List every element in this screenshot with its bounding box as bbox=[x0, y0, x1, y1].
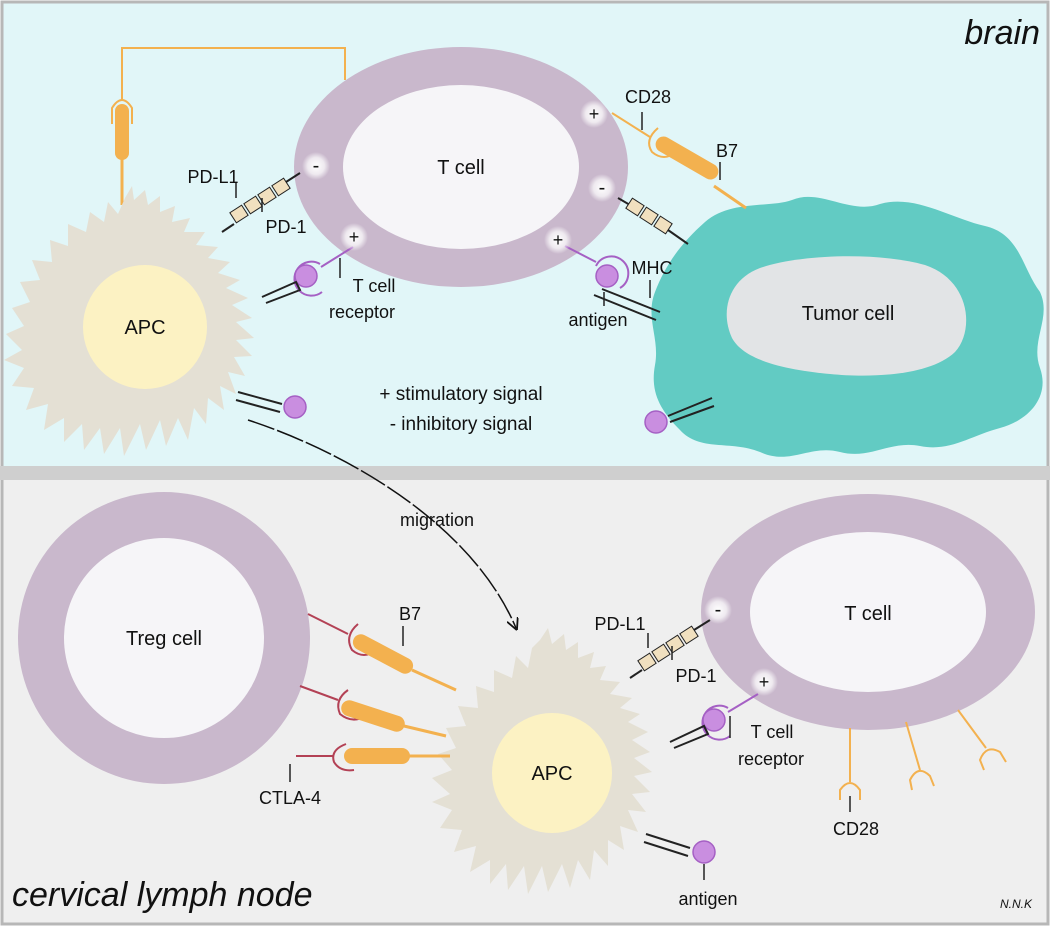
brain-tcr-apc bbox=[261, 246, 354, 304]
lymph-cd28-label: CD28 bbox=[833, 819, 879, 839]
brain-tcr-label-2: receptor bbox=[329, 302, 395, 322]
treg-cell-label: Treg cell bbox=[126, 628, 202, 650]
sign-glow-7 bbox=[750, 668, 778, 696]
sign-glow-6 bbox=[704, 596, 732, 624]
lymph-pd1-complex bbox=[629, 619, 711, 679]
tumor-nucleus bbox=[726, 256, 967, 376]
brain-plus-tcr: + bbox=[349, 227, 360, 247]
sign-glow-3 bbox=[580, 100, 608, 128]
lymph-tcr-label-1: T cell bbox=[751, 722, 794, 742]
brain-tumor-pd1 bbox=[617, 197, 689, 245]
sign-glow-4 bbox=[588, 174, 616, 202]
lymph-tcr bbox=[669, 693, 759, 749]
brain-tcr-label-1: T cell bbox=[353, 276, 396, 296]
brain-antigen-label: antigen bbox=[568, 310, 627, 330]
brain-minus-pd1: - bbox=[313, 155, 320, 177]
brain-minus-tumor: - bbox=[599, 177, 606, 199]
panel-divider bbox=[0, 466, 1050, 480]
brain-pd-l1-label: PD-L1 bbox=[187, 167, 238, 187]
ctla4-complex-3 bbox=[296, 743, 450, 772]
brain-apc-nucleus bbox=[83, 265, 207, 389]
legend-stimulatory: + stimulatory signal bbox=[379, 384, 542, 405]
brain-tumor-mhc bbox=[644, 397, 715, 434]
brain-cd28-b7 bbox=[611, 112, 747, 210]
brain-b7-label: B7 bbox=[716, 141, 738, 161]
sign-glow-2 bbox=[340, 223, 368, 251]
lymph-antigen-label: antigen bbox=[678, 889, 737, 909]
brain-pd1-complex bbox=[221, 172, 301, 233]
ctla4-complex-2 bbox=[299, 685, 447, 738]
lymph-t-cell-nucleus bbox=[750, 532, 986, 692]
lymph-apc-mhc bbox=[643, 833, 716, 880]
brain-plus-cd28: + bbox=[589, 104, 600, 124]
lymph-ctla4-label: CTLA-4 bbox=[259, 788, 321, 808]
brain-tcr-mhc bbox=[564, 245, 661, 321]
lymph-t-cell-label: T cell bbox=[844, 603, 891, 625]
brain-mhc-label: MHC bbox=[632, 258, 673, 278]
apc-tcell-connector bbox=[121, 47, 346, 100]
lymph-b7-label: B7 bbox=[399, 604, 421, 624]
sign-glow-1 bbox=[302, 152, 330, 180]
brain-t-cell-label: T cell bbox=[437, 157, 484, 179]
brain-cd28-label: CD28 bbox=[625, 87, 671, 107]
tumor-cell-label: Tumor cell bbox=[802, 303, 895, 325]
brain-t-cell-nucleus bbox=[343, 85, 579, 249]
ctla4-complex-1 bbox=[307, 613, 457, 692]
lymph-cd28-receptors bbox=[839, 709, 1007, 812]
lymph-plus-tcr: + bbox=[759, 672, 770, 692]
lymph-title: cervical lymph node bbox=[12, 876, 312, 914]
lymph-tcr-label-2: receptor bbox=[738, 749, 804, 769]
lymph-minus-pd1: - bbox=[715, 599, 722, 621]
migration-label: migration bbox=[400, 510, 474, 530]
lymph-apc-label: APC bbox=[531, 763, 572, 785]
brain-pd-1-label: PD-1 bbox=[265, 217, 306, 237]
brain-plus-mhc: + bbox=[553, 230, 564, 250]
legend-inhibitory: - inhibitory signal bbox=[390, 414, 533, 435]
lymph-pd-1-label: PD-1 bbox=[675, 666, 716, 686]
brain-apc-label: APC bbox=[124, 317, 165, 339]
brain-apc-mhc bbox=[235, 391, 307, 419]
lymph-apc-nucleus bbox=[492, 713, 612, 833]
treg-cell-nucleus bbox=[64, 538, 264, 738]
migration-arrow bbox=[247, 419, 516, 628]
sign-glow-5 bbox=[544, 226, 572, 254]
signature: N.N.K bbox=[1000, 897, 1033, 911]
lymph-pd-l1-label: PD-L1 bbox=[594, 614, 645, 634]
brain-title: brain bbox=[964, 14, 1040, 52]
apc-top-receptor bbox=[111, 99, 133, 205]
